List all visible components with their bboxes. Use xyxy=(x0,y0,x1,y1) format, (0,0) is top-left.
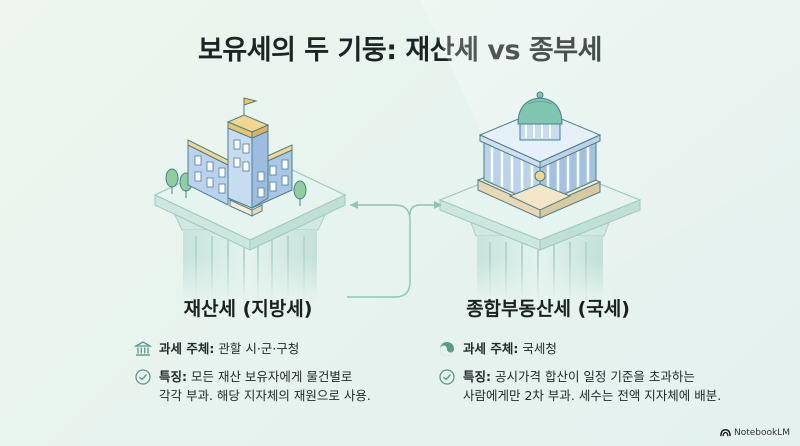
connector-arrows xyxy=(347,201,442,298)
feature-line-2: 각각 부과. 해당 지자체의 재원으로 사용. xyxy=(159,388,371,403)
property-tax-info: 과세 주체: 관할 시·군·구청 특징: 모든 재산 보유자에게 물건별로 각각… xyxy=(134,339,404,414)
city-hall-icon xyxy=(165,97,307,217)
feature-row: 특징: 공시가격 합산이 일정 기준을 초과하는 사람에게만 2차 부과. 세수… xyxy=(438,367,748,405)
brand-label: NotebookLM xyxy=(733,427,790,438)
subject-value: 국세청 xyxy=(522,341,557,356)
national-building-icon xyxy=(476,91,602,219)
government-building-icon xyxy=(134,341,152,356)
subject-label: 과세 주체: xyxy=(159,341,215,356)
check-circle-icon xyxy=(439,369,455,385)
check-circle-icon xyxy=(135,369,151,385)
subject-row: 과세 주체: 국세청 xyxy=(438,339,748,358)
feature-label: 특징: xyxy=(159,369,187,384)
feature-line-1: 공시가격 합산이 일정 기준을 초과하는 xyxy=(494,369,695,384)
subject-row: 과세 주체: 관할 시·군·구청 xyxy=(134,339,404,358)
feature-row: 특징: 모든 재산 보유자에게 물건별로 각각 부과. 해당 지자체의 재원으로… xyxy=(134,367,404,405)
heading-comprehensive-tax: 종합부동산세 (국세) xyxy=(466,298,630,320)
notebooklm-logo-icon xyxy=(720,429,731,437)
feature-line-2: 사람에게만 2차 부과. 세수는 전액 지자체에 배분. xyxy=(463,388,722,403)
subject-value: 관할 시·군·구청 xyxy=(218,341,300,356)
taegeuk-emblem-icon xyxy=(440,342,454,356)
subject-label: 과세 주체: xyxy=(463,341,519,356)
heading-property-tax: 재산세 (지방세) xyxy=(183,298,313,320)
feature-line-1: 모든 재산 보유자에게 물건별로 xyxy=(190,369,353,384)
notebooklm-brand: NotebookLM xyxy=(720,427,790,438)
comprehensive-tax-info: 과세 주체: 국세청 특징: 공시가격 합산이 일정 기준을 초과하는 사람에게… xyxy=(438,339,748,414)
feature-label: 특징: xyxy=(463,369,491,384)
